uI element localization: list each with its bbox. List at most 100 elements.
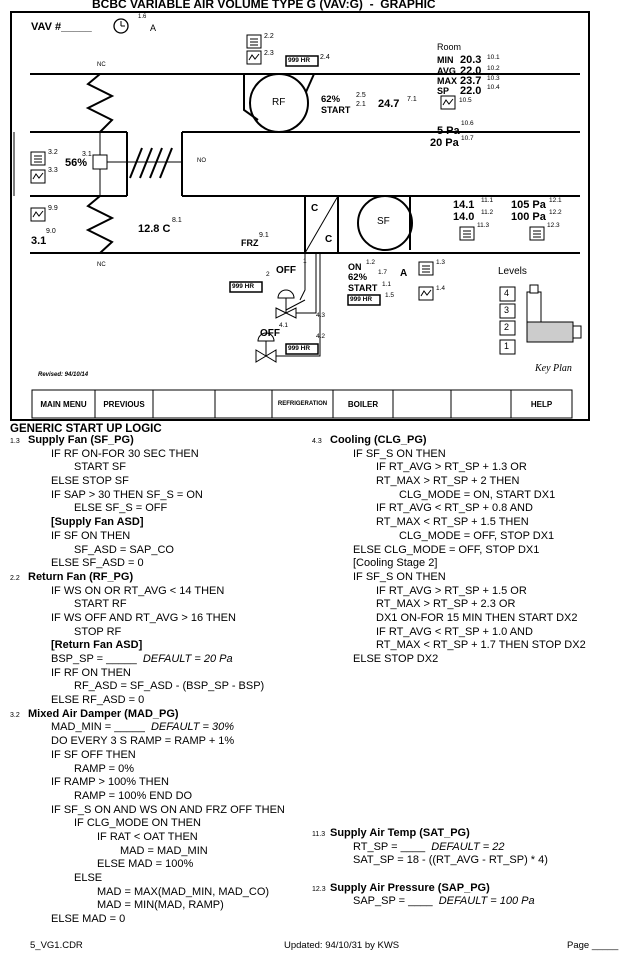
valve2-hours: 999 HR [288, 345, 311, 352]
rf-hours: 999 HR [288, 57, 311, 64]
refrigeration-button[interactable]: REFRIGERATION [277, 401, 328, 407]
trend-icon[interactable] [246, 50, 262, 65]
trend-icon[interactable] [30, 169, 46, 184]
valve1-connector [296, 253, 317, 314]
help-button[interactable]: HELP [530, 399, 553, 409]
ref-12-3: 12.3 [547, 222, 560, 229]
logic-line: DO EVERY 3 S RAMP = RAMP + 1% [28, 735, 285, 749]
logic-text: CLG_MODE = OFF, STOP DX1 [399, 529, 555, 542]
return-fan[interactable] [249, 73, 309, 133]
logic-line: ELSE CLG_MODE = OFF, STOP DX1 [330, 544, 586, 558]
sf-label: SF [377, 216, 390, 227]
logic-text: ELSE CLG_MODE = OFF, STOP DX1 [353, 543, 540, 556]
ref-10-3: 10.3 [487, 75, 500, 82]
trend-icon[interactable] [418, 286, 434, 301]
logic-text: STOP RF [74, 625, 122, 638]
logic-text: RT_SP = ____ [353, 840, 426, 853]
logic-line: RT_MAX < RT_SP + 1.5 THEN [330, 516, 586, 530]
previous-button[interactable]: PREVIOUS [103, 399, 145, 409]
logic-text: Cooling (CLG_PG) [330, 434, 427, 446]
ref-3-2: 3.2 [48, 149, 58, 156]
ref-11-1: 11.1 [481, 197, 494, 204]
logic-line: RAMP = 0% [28, 763, 285, 777]
ref-1-1: 1.1 [382, 281, 392, 288]
sf-start: START [348, 283, 378, 293]
logic-text: MAD_MIN = _____ [51, 721, 145, 734]
level-2-button[interactable]: 2 [504, 322, 510, 332]
logic-line: STOP RF [28, 626, 285, 640]
coil-c-top: C [311, 203, 319, 214]
page-title: BCBC VARIABLE AIR VOLUME TYPE G (VAV:G) … [92, 0, 436, 11]
mixed-air-temp: 12.8 C [138, 223, 171, 235]
ref-9-1: 9.1 [259, 232, 269, 239]
ref-3-3: 3.3 [48, 167, 58, 174]
logic-line: MAD = MIN(MAD, RAMP) [28, 899, 285, 913]
ref-11-3: 11.3 [477, 222, 490, 229]
filter-slashes [129, 147, 173, 179]
document-icon[interactable] [459, 226, 475, 241]
logic-text: CLG_MODE = ON, START DX1 [399, 488, 556, 501]
document-icon[interactable] [418, 261, 434, 276]
trend-icon[interactable] [440, 95, 456, 110]
level-buttons [499, 286, 516, 355]
logic-line: [Supply Fan ASD] [28, 516, 285, 530]
logic-line: IF RT_AVG < RT_SP + 1.0 AND [330, 626, 586, 640]
trend-icon[interactable] [30, 207, 46, 222]
logic-line: IF CLG_MODE ON THEN [28, 817, 285, 831]
rf-hours-box [285, 55, 319, 67]
nav-dividers [94, 390, 512, 418]
logic-text: IF RF ON THEN [51, 666, 131, 679]
logic-text: START RF [74, 598, 127, 611]
valve1-actuator [277, 289, 295, 299]
level-3-button[interactable]: 3 [504, 305, 510, 315]
v2-hours-box [285, 343, 319, 355]
logic-text: IF SF_S ON THEN [353, 570, 446, 583]
valve2-actuator [257, 332, 275, 342]
supply-air-temp-1: 14.1 [453, 199, 475, 211]
logic-line: IF WS OFF AND RT_AVG > 16 THEN [28, 612, 285, 626]
ref-2-3: 2.3 [264, 50, 274, 57]
level-1-button[interactable]: 1 [504, 341, 510, 351]
logic-text: IF SF ON THEN [51, 529, 131, 542]
document-icon[interactable] [246, 34, 262, 49]
ref-10-2: 10.2 [487, 65, 500, 72]
logic-text: MAD = MIN(MAD, RAMP) [97, 899, 224, 912]
logic-line: ELSE STOP DX2 [330, 653, 586, 667]
logic-text: IF SF_S ON THEN [353, 447, 446, 460]
logic-line: ELSE RF_ASD = 0 [28, 694, 285, 708]
logic-line: IF SAP > 30 THEN SF_S = ON [28, 489, 285, 503]
main-menu-button[interactable]: MAIN MENU [40, 399, 87, 409]
level-4-button[interactable]: 4 [504, 288, 510, 298]
logic-text: IF WS ON OR RT_AVG < 14 THEN [51, 584, 225, 597]
logic-line: ELSE SF_S = OFF [28, 502, 285, 516]
logic-text: SF_ASD = SAP_CO [74, 543, 174, 556]
logic-line: IF SF ON THEN [28, 530, 285, 544]
logic-text: SAT_SP = 18 - ((RT_AVG - RT_SP) * 4) [353, 854, 548, 867]
boiler-button[interactable]: BOILER [347, 399, 379, 409]
logic-text: IF RAMP > 100% THEN [51, 776, 169, 789]
logic-line: IF RAT < OAT THEN [28, 831, 285, 845]
logic-text: ELSE STOP DX2 [353, 653, 439, 665]
nc-top-label: NC [97, 62, 106, 68]
ref-10-4: 10.4 [487, 84, 500, 91]
logic-text: START SF [74, 461, 126, 474]
ref-12-1: 12.1 [549, 197, 562, 204]
freezestat-label: FRZ [241, 238, 259, 248]
rf-label: RF [272, 97, 286, 108]
ref-10-1: 10.1 [487, 54, 500, 61]
document-icon[interactable] [529, 226, 545, 241]
document-icon[interactable] [30, 151, 46, 166]
sf-hours-box [347, 294, 381, 306]
logic-line: [Return Fan ASD] [28, 639, 285, 653]
logic-line: SAP_SP = ____ DEFAULT = 100 Pa [330, 895, 548, 909]
footer-file: 5_VG1.CDR [30, 940, 83, 951]
logic-text: ELSE SF_S = OFF [74, 502, 168, 515]
ref-9-9: 9.9 [48, 205, 58, 212]
ref-1-5: 1.5 [385, 292, 395, 299]
coil-c-bottom: C [325, 234, 333, 245]
damper-actuator-box [92, 154, 108, 170]
logic-text: IF RT_AVG > RT_SP + 1.3 OR [376, 461, 527, 474]
logic-ref-number: 12.3 [312, 885, 326, 893]
